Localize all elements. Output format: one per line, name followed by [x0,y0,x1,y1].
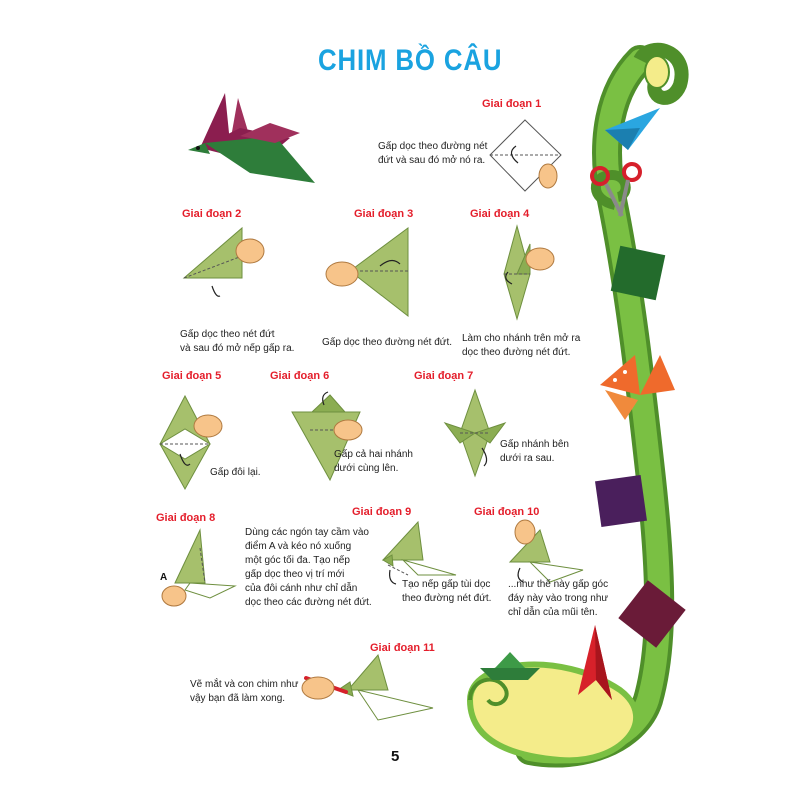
stage-8-diagram [160,528,240,613]
stage-6-label: Giai đoạn 6 [270,370,329,382]
stage-3-label: Giai đoạn 3 [354,208,413,220]
stage-7-text: Gấp nhánh bên dưới ra sau. [500,438,569,466]
stage-2-text: Gấp dọc theo nét đứt và sau đó mở nếp gấ… [180,328,294,356]
stage-5-label: Giai đoạn 5 [162,370,221,382]
point-a-label: A [160,572,167,583]
stage-2-diagram [182,226,270,306]
page-title: CHIM BỒ CÂU [318,44,502,78]
stage-8-label: Giai đoạn 8 [156,512,215,524]
stage-7-label: Giai đoạn 7 [414,370,473,382]
stage-9-label: Giai đoạn 9 [352,506,411,518]
page-number: 5 [391,748,399,765]
stage-9-text: Tạo nếp gấp tùi dọc theo đường nét đứt. [402,578,491,606]
stage-11-diagram [298,650,438,725]
finished-pigeon-illustration [180,88,320,188]
stage-8-text: Dùng các ngón tay cầm vào điểm A và kéo … [245,526,372,610]
stage-3-text: Gấp dọc theo đường nét đứt. [322,336,452,350]
stage-10-label: Giai đoạn 10 [474,506,539,518]
stage-10-text: ...như thế này gấp góc đáy này vào trong… [508,578,608,620]
stage-3-diagram [320,226,415,321]
stage-2-label: Giai đoạn 2 [182,208,241,220]
stage-4-text: Làm cho nhánh trên mở ra dọc theo đường … [462,332,580,360]
stage-1-text: Gấp dọc theo đường nét đứt và sau đó mở … [378,140,487,168]
stage-4-label: Giai đoạn 4 [470,208,529,220]
stage-5-text: Gấp đôi lại. [210,466,261,480]
stage-6-text: Gấp cả hai nhánh dưới cùng lên. [334,448,413,476]
stage-11-text: Vẽ mắt và con chim như vậy bạn đã làm xo… [190,678,298,706]
stage-1-diagram [488,118,563,193]
stage-1-label: Giai đoạn 1 [482,98,541,110]
stage-4-diagram [482,224,557,324]
